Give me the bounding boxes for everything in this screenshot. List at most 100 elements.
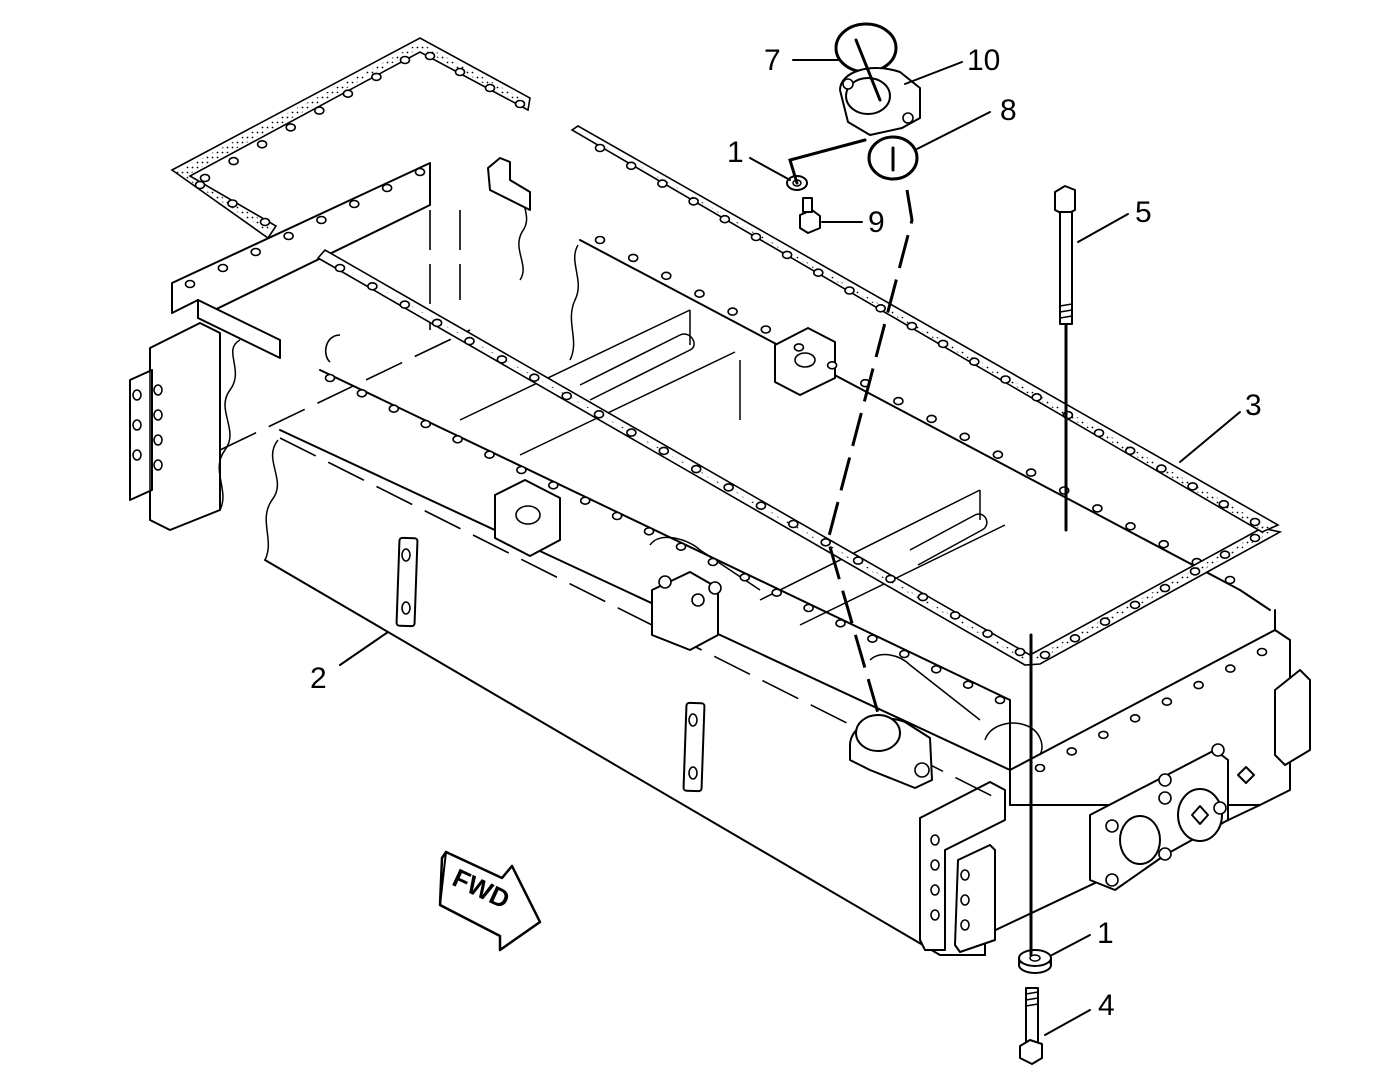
gasket-upper-hole — [256, 140, 268, 149]
assembly-lines — [788, 38, 1068, 957]
pump-cover — [1089, 743, 1255, 891]
gasket-hole — [561, 391, 573, 401]
pan-flange-hole — [579, 496, 591, 506]
pan-flange-hole — [893, 396, 904, 406]
pan-flange-hole — [694, 289, 705, 299]
gasket-hole — [688, 197, 699, 206]
pan-flange-hole — [547, 480, 559, 490]
gasket-hole — [431, 318, 443, 328]
gasket-upper-hole — [194, 180, 206, 190]
gasket-hole — [982, 629, 993, 639]
gasket-hole — [658, 446, 670, 456]
pan-flange-hole — [184, 279, 196, 289]
pan-flange-hole — [760, 325, 772, 334]
gasket-hole — [1218, 499, 1230, 509]
bolt-5 — [1054, 185, 1076, 325]
gasket-hole — [968, 357, 980, 367]
pan-flange-hole — [643, 526, 655, 536]
pan-flange-hole — [1158, 539, 1169, 549]
pan-flange-hole — [930, 664, 942, 674]
pan-flange-hole — [959, 432, 971, 442]
pan-flange-hole — [1098, 730, 1109, 740]
pan-flange-hole — [324, 373, 336, 383]
pan-flange-hole — [1129, 713, 1141, 723]
washer-1-bottom — [1018, 949, 1052, 974]
gasket-hole — [593, 409, 605, 419]
gasket-upper-hole — [371, 72, 382, 82]
gasket-upper-hole — [227, 199, 238, 208]
pan-flange-hole — [348, 199, 360, 209]
pan-flange-hole — [771, 588, 783, 598]
pan-flange-hole — [926, 414, 937, 424]
gasket-hole — [1129, 600, 1141, 610]
gasket-upper-hole — [484, 83, 496, 93]
pan-flange-hole — [516, 465, 527, 475]
gasket-hole — [690, 464, 702, 474]
pan-flange-hole — [452, 434, 463, 444]
gasket-hole — [1156, 464, 1167, 473]
gasket-hole — [367, 281, 378, 291]
gasket-hole — [1159, 583, 1171, 593]
gasket-hole — [781, 250, 793, 260]
pan-flange-hole — [217, 263, 229, 273]
gasket-hole — [787, 519, 799, 529]
gasket-upper-hole — [259, 217, 271, 227]
gasket-hole — [399, 300, 411, 309]
gasket-hole — [755, 501, 767, 511]
gasket-hole — [1249, 533, 1261, 543]
gasket-hole — [719, 214, 731, 224]
pan-flange-hole — [356, 388, 368, 398]
pan-flange-hole — [962, 680, 974, 690]
pan-flange-hole — [250, 247, 261, 257]
pan-flange-hole — [1034, 763, 1046, 773]
gasket-hole — [334, 263, 346, 273]
callout-4: 4 — [1098, 989, 1115, 1022]
pan-flange-hole — [1224, 575, 1236, 585]
gasket-hole — [906, 321, 918, 331]
gasket-hole — [949, 611, 961, 620]
gasket-hole — [1187, 482, 1198, 491]
gasket-hole — [844, 286, 855, 295]
callout-9: 9 — [868, 206, 885, 239]
gasket-hole — [812, 268, 824, 278]
gasket-hole — [496, 355, 508, 364]
pan-flange-hole — [867, 634, 878, 644]
gasket-hole — [1189, 567, 1201, 576]
gasket-upper-hole — [399, 55, 411, 65]
pan-flange-hole — [707, 557, 719, 567]
gasket-hole — [750, 232, 762, 242]
gasket-hole — [1039, 650, 1051, 660]
gasket-hole — [1014, 647, 1026, 657]
pan-flange-hole — [1125, 521, 1136, 531]
gasket-hole — [885, 574, 896, 584]
pan-flange-hole — [793, 343, 805, 352]
gasket-hole — [594, 143, 606, 153]
gasket-hole — [626, 428, 637, 437]
pan-flange-hole — [835, 618, 846, 628]
pan-flange-hole — [660, 271, 672, 281]
gasket-hole — [917, 592, 929, 602]
bolt-4 — [1019, 987, 1043, 1065]
installed-flange — [849, 714, 933, 789]
callouts: 7 10 8 1 9 5 3 2 1 4 — [310, 44, 1262, 1036]
callout-5: 5 — [1135, 196, 1152, 229]
gasket-hole — [1124, 446, 1136, 456]
callout-7: 7 — [764, 44, 781, 77]
pan-flange-hole — [611, 511, 623, 521]
gasket-hole — [1219, 550, 1231, 560]
gasket-hole — [464, 336, 475, 346]
gasket-hole — [1249, 517, 1261, 527]
pan-flange-hole — [627, 253, 639, 263]
pan-flange-hole — [1066, 747, 1077, 756]
pan-flange-hole — [803, 603, 814, 613]
pan-flange-hole — [675, 542, 687, 552]
pan-flange-hole — [283, 231, 294, 241]
pan-flange-hole — [594, 235, 606, 245]
gasket-hole — [657, 179, 668, 188]
fwd-arrow: FWD — [438, 850, 542, 952]
pan-flange-hole — [420, 419, 432, 429]
gasket-hole — [625, 161, 637, 171]
gasket-hole — [820, 537, 832, 547]
pan-flange-hole — [994, 695, 1006, 705]
gasket-hole — [528, 373, 540, 383]
